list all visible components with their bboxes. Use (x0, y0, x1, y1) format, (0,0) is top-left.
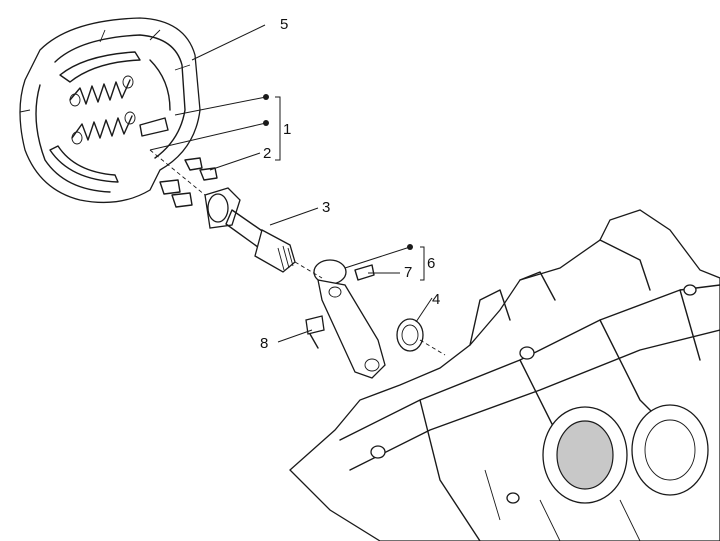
callout-3: 3 (322, 199, 330, 216)
crankcase-housing (289, 209, 720, 541)
alignment-lines (149, 149, 446, 356)
callout-6: 6 (427, 255, 435, 272)
callout-2: 2 (263, 145, 271, 162)
callout-5: 5 (280, 16, 288, 33)
callout-labels: 5 1 2 3 6 7 4 8 (260, 16, 440, 352)
callout-8: 8 (260, 335, 268, 352)
brake-lever (305, 259, 386, 379)
splined-end (277, 245, 294, 271)
bolt-part (305, 315, 325, 349)
seal-ring (396, 318, 424, 352)
callout-7: 7 (404, 264, 412, 281)
callout-1: 1 (283, 121, 291, 138)
brake-shoe-assembly (19, 17, 201, 204)
callout-4: 4 (432, 291, 440, 308)
clip-parts (159, 157, 218, 208)
leader-lines (149, 24, 433, 343)
cam-shaft (204, 187, 296, 273)
brake-springs (69, 75, 136, 145)
